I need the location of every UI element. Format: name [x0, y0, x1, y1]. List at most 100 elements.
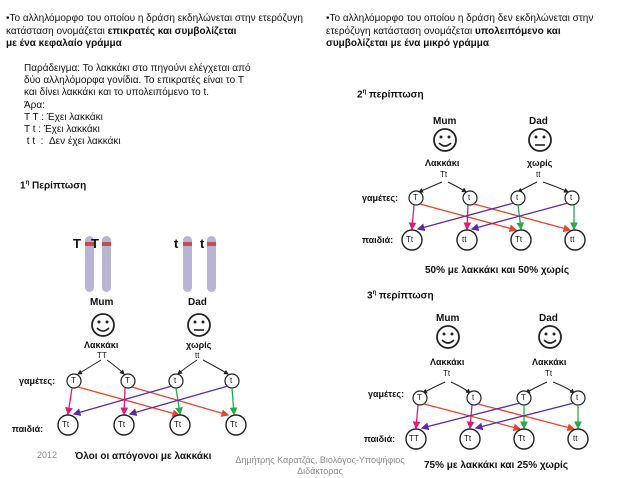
chromosome-band: [102, 242, 111, 246]
example-line: T t : Έχει λακκάκι: [24, 124, 100, 136]
allele-label: t: [174, 236, 179, 251]
chromosome: [102, 236, 111, 292]
gametes-label: γαμέτες:: [19, 376, 56, 386]
example-block: Παράδειγμα: Το λακκάκι στο πηγούνι ελέγχ…: [24, 63, 324, 148]
child-circle: [405, 428, 427, 450]
child-genotype: Tt: [118, 420, 126, 429]
dad-trait: χωρίς: [186, 340, 212, 350]
child-genotype: Tt: [518, 434, 526, 443]
parent-label-dad: Dad: [529, 116, 548, 127]
child-circle: [456, 229, 478, 251]
footer-author: Δημήτρης Καρατζάς, Βιολόγος-Υποψήφιος Δι…: [235, 455, 405, 476]
chromosome: [207, 236, 216, 292]
example-line: και δίνει λακκάκι και το υπολειπόμενο το…: [24, 87, 210, 99]
dad-trait: χωρίς: [527, 158, 553, 168]
child-circle: [564, 229, 586, 251]
case1-diagram: [57, 313, 247, 436]
child-genotype: Tt: [464, 434, 472, 443]
child-circle: [169, 414, 191, 436]
child-genotype: Tt: [515, 235, 523, 244]
child-circle: [513, 428, 535, 450]
children-label: παιδιά:: [12, 424, 44, 434]
child-genotype: TT: [409, 434, 419, 443]
smiley-face-icon: [436, 325, 460, 349]
gamete-allele: T: [413, 193, 418, 202]
child-circle: [225, 414, 247, 436]
gamete-circle: [66, 373, 82, 389]
case2-diagram: [401, 128, 586, 251]
gamete-circle: [564, 190, 580, 206]
recessive-definition: •Το αλληλόμορφο του οποίου η δράση δεν ε…: [326, 13, 594, 49]
child-genotype: tt: [462, 235, 467, 244]
dad-genotype: tt: [536, 170, 541, 179]
smiley-face-icon: [433, 128, 457, 152]
chromosome-band: [85, 242, 94, 246]
smiley-face-icon: [91, 313, 115, 337]
smiley-face-icon: [538, 325, 562, 349]
example-line: T T : Έχει λακκάκι: [24, 111, 103, 123]
children-label: παιδιά:: [362, 235, 394, 245]
child-circle: [567, 428, 589, 450]
gamete-allele: t: [516, 193, 519, 202]
gamete-allele: t: [468, 193, 471, 202]
mum-trait: Λακκάκι: [425, 158, 460, 168]
gamete-circle: [408, 190, 424, 206]
parent-label-dad: Dad: [188, 297, 207, 308]
allele-label: T: [73, 236, 81, 251]
gametes-label: γαμέτες:: [362, 193, 399, 203]
child-genotype: Tt: [230, 420, 238, 429]
parent-label-dad: Dad: [539, 313, 558, 324]
child-circle: [459, 428, 481, 450]
child-genotype: tt: [573, 434, 578, 443]
gamete-allele: t: [230, 376, 233, 385]
child-circle: [510, 229, 532, 251]
case3-title: 3η περίπτωση: [367, 290, 434, 302]
gamete-allele: t: [570, 193, 573, 202]
gamete-circle: [462, 190, 478, 206]
example-line: δύο αλληλόμορφα γονίδια. Το επικρατές εί…: [24, 75, 245, 87]
case2-title: 2η περίπτωση: [357, 89, 424, 101]
dad-genotype: Tt: [545, 369, 553, 378]
gamete-circle: [466, 390, 482, 406]
chromosome: [85, 236, 94, 292]
neutral-face-icon: [528, 128, 552, 152]
child-genotype: tt: [570, 235, 575, 244]
children-label: παιδιά:: [364, 434, 396, 444]
parent-label-mum: Mum: [433, 116, 457, 127]
case3-result: 75% με λακκάκι και 25% χωρίς: [424, 460, 569, 471]
mum-genotype: Tt: [443, 369, 451, 378]
gamete-allele: t: [576, 393, 579, 402]
gamete-allele: t: [472, 393, 475, 402]
footer-year: 2012: [37, 450, 58, 460]
gametes-label: γαμέτες:: [368, 389, 405, 399]
example-line: Άρα:: [24, 99, 45, 111]
case1-title: 1η Περίπτωση: [20, 180, 87, 192]
child-circle: [113, 414, 135, 436]
parent-label-mum: Mum: [436, 313, 460, 324]
case2-result: 50% με λακκάκι και 50% χωρίς: [425, 265, 570, 276]
mum-trait: Λακκάκι: [84, 340, 119, 350]
child-genotype: Tt: [62, 420, 70, 429]
mum-genotype: TT: [97, 351, 107, 360]
mum-genotype: Tt: [440, 170, 448, 179]
neutral-face-icon: [187, 313, 211, 337]
allele-label: t: [200, 236, 205, 251]
gamete-circle: [412, 390, 428, 406]
dominant-definition: •Το αλληλόμορφο του οποίου η δράση εκδηλ…: [6, 13, 303, 49]
gamete-allele: T: [125, 376, 130, 385]
child-circle: [57, 414, 79, 436]
example-line: Παράδειγμα: Το λακκάκι στο πηγούνι ελέγχ…: [24, 63, 251, 74]
example-line: t t : Δεν έχει λακκάκι: [24, 136, 121, 148]
parent-label-mum: Mum: [90, 297, 114, 308]
case1-result: Όλοι οι απόγονοι με λακκάκι: [75, 451, 212, 462]
child-circle: [401, 229, 423, 251]
gamete-allele: T: [71, 376, 76, 385]
chromosome: [183, 236, 192, 292]
gamete-allele: t: [174, 376, 177, 385]
gamete-allele: T: [417, 393, 422, 402]
dad-genotype: tt: [195, 351, 200, 360]
chromosome-band: [207, 242, 216, 246]
child-genotype: Tt: [406, 235, 414, 244]
allele-label: T: [91, 236, 99, 251]
